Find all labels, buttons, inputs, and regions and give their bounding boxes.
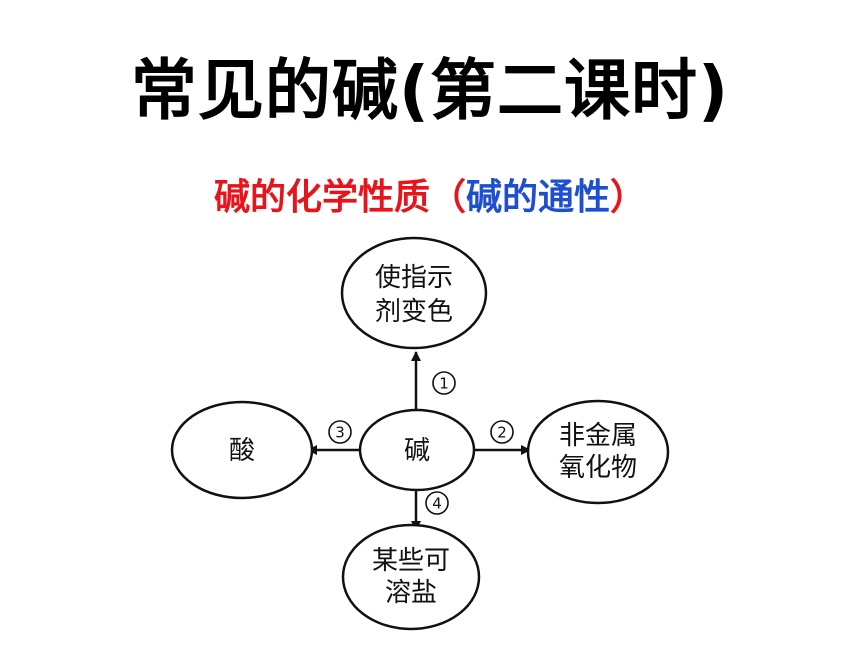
node-indicator-line1: 使指示 — [375, 263, 453, 293]
circled-number-4: 4 — [425, 491, 449, 515]
circled-number-2-text: 2 — [497, 424, 507, 442]
page-title: 常见的碱(第二课时) — [130, 52, 730, 129]
node-indicator-line2: 剂变色 — [375, 297, 453, 327]
node-nonmetal-oxide-line2: 氧化物 — [559, 453, 637, 483]
node-soluble-salt-line2: 溶盐 — [385, 578, 437, 608]
subtitle-main: 碱的化学性质 — [213, 177, 430, 218]
subtitle-paren-open: （ — [429, 177, 466, 218]
node-base-label: 碱 — [404, 436, 430, 466]
node-base — [358, 408, 476, 492]
circled-number-1-text: 1 — [439, 375, 449, 393]
circled-number-1: 1 — [432, 371, 456, 395]
node-acid-label: 酸 — [229, 436, 255, 466]
subtitle-highlight: 碱的通性 — [466, 177, 611, 218]
subtitle-paren-close: ） — [610, 177, 647, 218]
subtitle: 碱的化学性质（碱的通性） — [0, 180, 860, 216]
node-soluble-salt-line1: 某些可 — [372, 546, 450, 576]
circled-number-3: 3 — [328, 420, 352, 444]
node-nonmetal-oxide-line1: 非金属 — [559, 421, 637, 451]
circled-number-3-text: 3 — [335, 424, 345, 442]
node-indicator — [340, 236, 488, 350]
node-nonmetal-oxide — [526, 399, 670, 505]
node-acid — [170, 400, 314, 500]
node-soluble-salt — [341, 523, 481, 631]
circled-number-4-text: 4 — [432, 495, 442, 513]
circled-number-2: 2 — [490, 420, 514, 444]
